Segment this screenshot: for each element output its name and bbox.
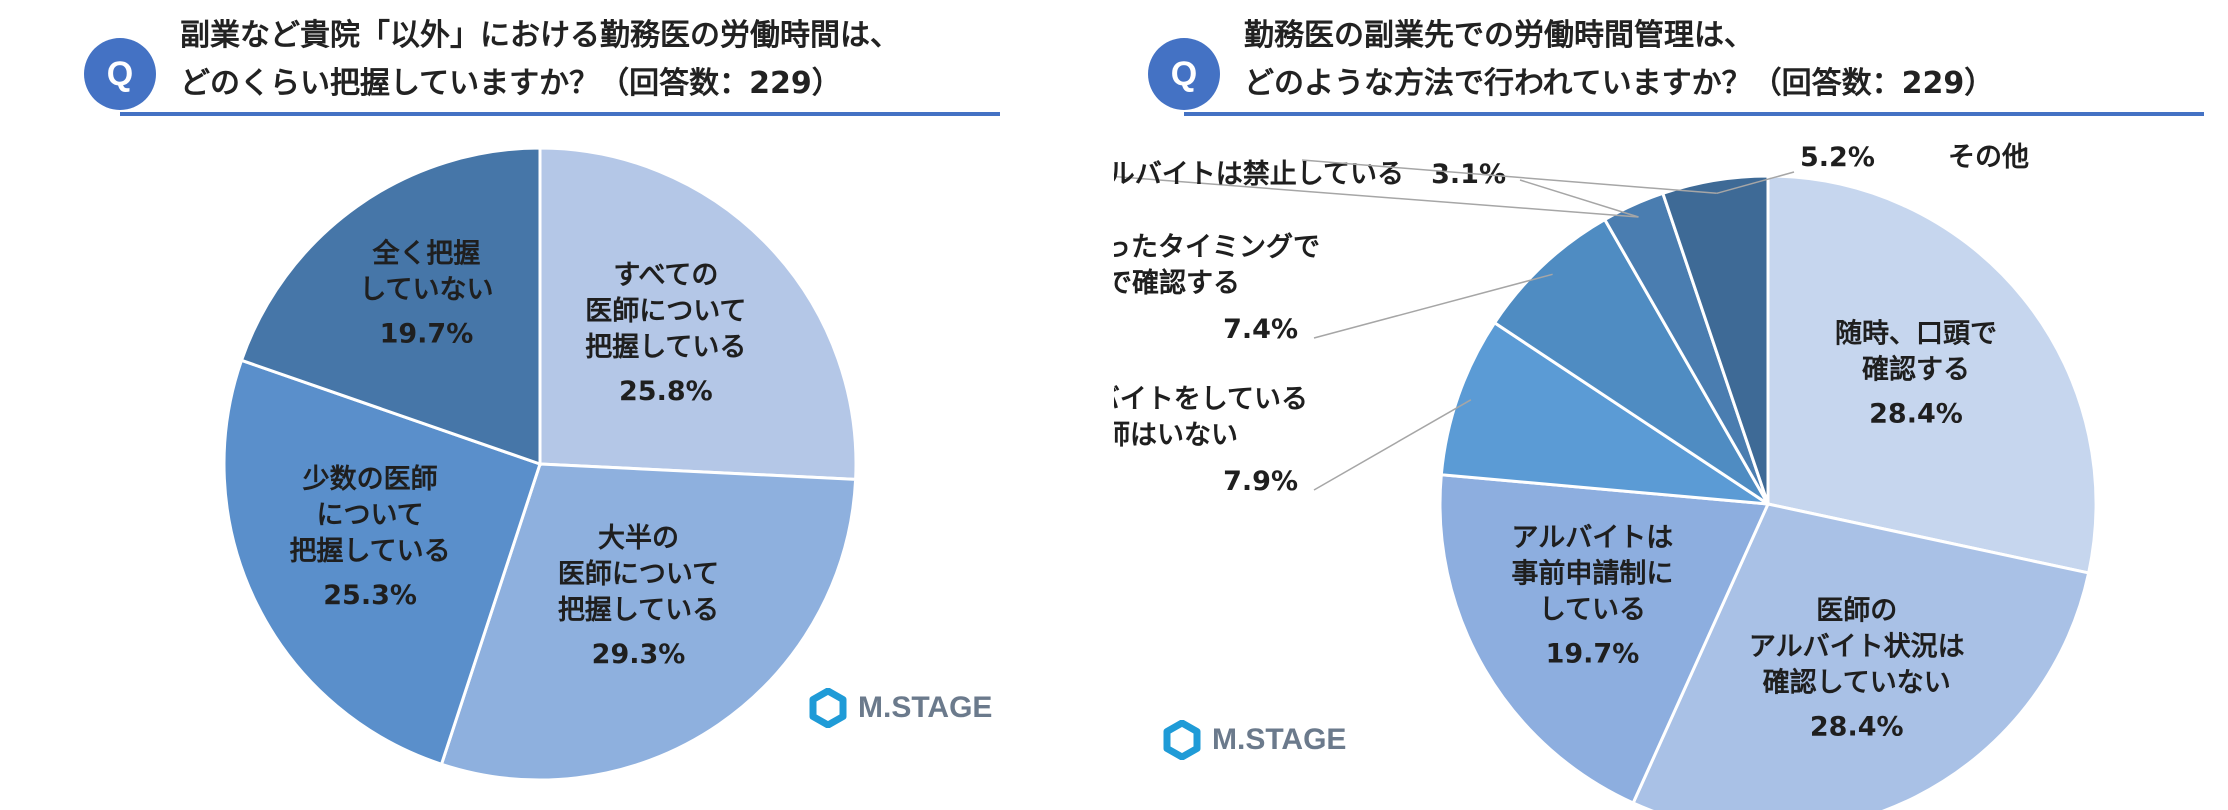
header-underline [120,112,1000,116]
pie-slice [1492,217,1770,506]
question-header: Q 副業など貴院「以外」における勤務医の労働時間は、 どのくらい把握していますか… [80,8,1000,118]
pie-slice-label-line: 全く把握 [371,237,480,269]
logo-text: M.STAGE [1212,723,1347,756]
pie-slice-label-line: していない [359,274,493,305]
pie-slice-label-line: アルバイトは [1512,523,1674,554]
pie-slice-label-line: 医師はいない [1114,420,1238,451]
pie-slice-value-label: 3.1% [1431,159,1506,190]
question-line-1: 勤務医の副業先での労働時間管理は、 [1244,18,1754,53]
left-panel: Q 副業など貴院「以外」における勤務医の労働時間は、 どのくらい把握していますか… [80,8,1000,782]
pie-slice-label-line: 確認する [1862,353,1970,385]
question-line-2: どのくらい把握していますか？（回答数：229） [180,66,842,101]
pie-slice-value-label: 7.9% [1223,466,1298,497]
pie-slice-label-line: 医師の [1816,596,1897,627]
pie-slice-label-line: 月次など決まったタイミングで [1114,231,1320,263]
pie-slice-value-label: 25.3% [323,580,417,611]
leader-line [1313,273,1553,339]
pie-slice-label-line: 事前申請制に [1511,558,1673,590]
mstage-logo-icon [809,688,847,728]
pie-slice [1766,174,2098,575]
pie-slice-value-label: 7.4% [1223,314,1298,345]
pie-slice-value-label: 29.3% [592,639,686,670]
question-line-2: どのような方法で行われていますか？（回答数：229） [1244,66,1995,101]
pie-slice-label-line: アルバイトは禁止している [1114,159,1404,190]
pie-slice-label-line: している [1539,595,1646,626]
pie-slice-label-line: その他 [1948,142,2029,173]
right-panel: Q 勤務医の副業先での労働時間管理は、 どのような方法で行われていますか？（回答… [1114,0,2228,810]
pie-slice-label-line: アルバイト状況は [1749,632,1965,663]
mstage-logo: M.STAGE [808,688,992,728]
pie-slice-label-line: 大半の [598,523,679,554]
question-line-1: 副業など貴院「以外」における勤務医の労働時間は、 [180,18,900,53]
logo-text: M.STAGE [858,691,993,724]
leader-line [1301,159,1717,195]
pie-slice [1439,320,1769,506]
question-text: 副業など貴院「以外」における勤務医の労働時間は、 どのくらい把握していますか？（… [180,12,900,108]
pie-slice [1438,473,1771,805]
pie-slice-value-label: 28.4% [1869,398,1963,429]
pie-slice-label-line: 医師について [558,559,719,590]
pie-slice-label-line: 把握している [289,536,450,567]
q-badge: Q [1148,38,1220,110]
header-underline [1184,112,2204,116]
mstage-logo: M.STAGE [1162,720,1346,760]
leader-line [1313,399,1472,491]
mstage-logo-icon [1163,720,1201,760]
pie-slice-label-line: 医師について [585,296,746,327]
pie-slice-label-line: 把握している [558,595,719,626]
q-badge: Q [84,38,156,110]
pie-slice-label-line: について [316,500,423,531]
pie-slice [239,146,542,467]
pie-slice-label-line: 把握している [585,332,746,363]
leader-line [1114,175,1639,218]
pie-slice [222,358,542,767]
question-text: 勤務医の副業先での労働時間管理は、 どのような方法で行われていますか？（回答数：… [1244,12,1994,108]
leader-line [1519,179,1639,218]
pie-slice-value-label: 19.7% [380,318,474,349]
pie-slice-label-line: アルバイトをしている [1114,384,1308,415]
pie-slice [1631,502,2091,810]
pie-slice-label-line: すべての [613,260,718,291]
pie-slice [538,146,858,481]
pie-chart-left: すべての医師について把握している25.8%大半の医師について把握している29.3… [222,146,858,782]
pie-slice-value-label: 19.7% [1546,639,1640,670]
pie-slice-label-line: 確認していない [1763,667,1951,699]
pie-slice-value-label: 25.8% [619,376,713,407]
pie-slice-label-line: 少数の医師 [303,464,438,495]
question-header: Q 勤務医の副業先での労働時間管理は、 どのような方法で行われていますか？（回答… [1144,8,2204,118]
pie-slice-value-label: 28.4% [1810,712,1904,743]
pie-slice-value-label: 5.2% [1800,142,1875,173]
pie-slice [439,462,858,782]
pie-slice-label-line: 随時、口頭で [1835,318,1997,349]
leader-line [1716,171,1795,195]
pie-slice [1660,174,1770,505]
